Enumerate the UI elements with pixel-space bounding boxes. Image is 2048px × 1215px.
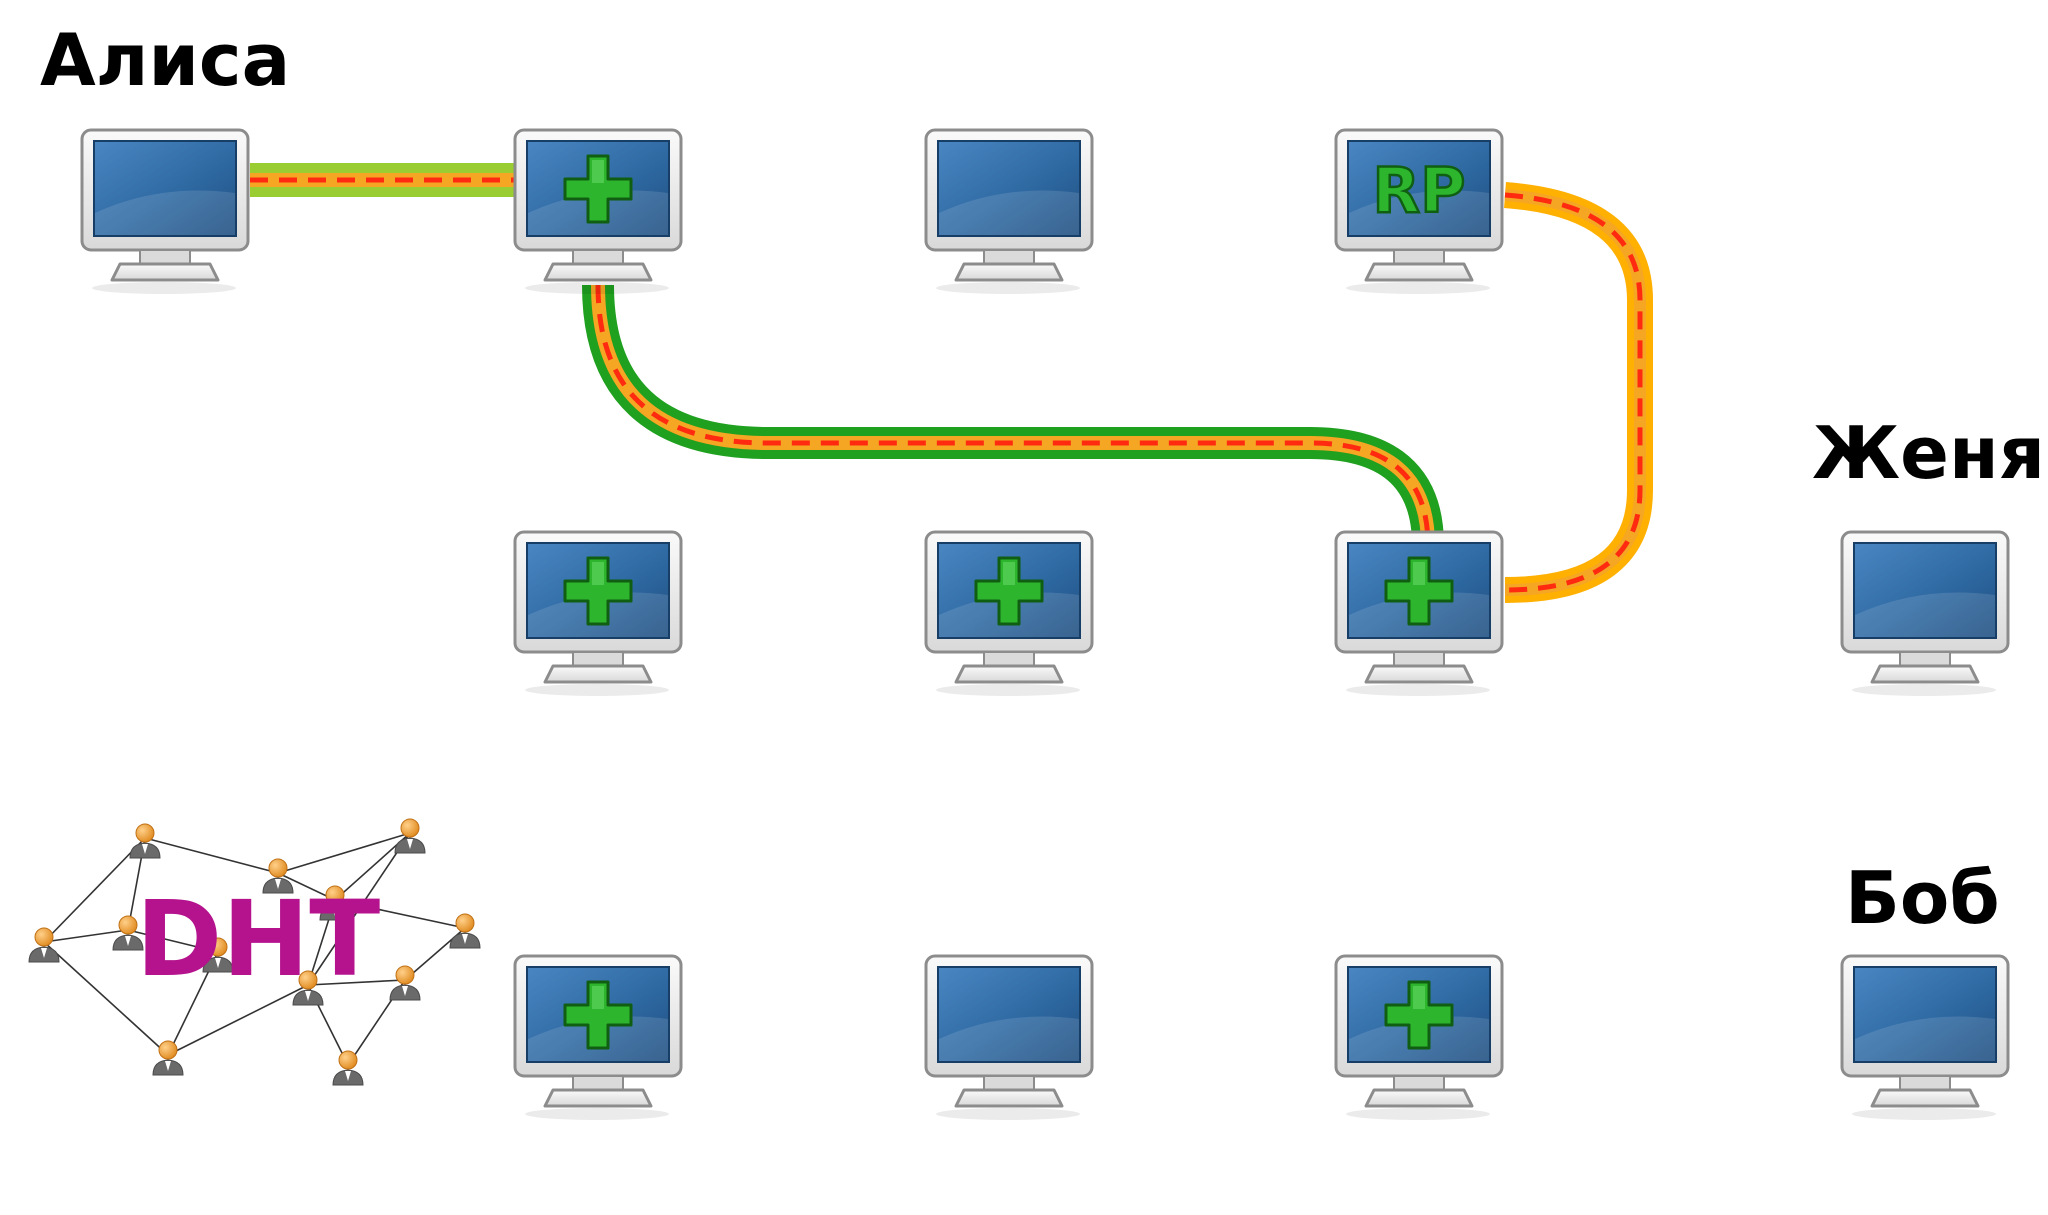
link-rendezvous-relay-4 xyxy=(1503,182,1653,603)
label-bob: Боб xyxy=(1845,856,2000,940)
rp-label: RP xyxy=(1372,154,1465,227)
label-alice: Алиса xyxy=(40,18,290,102)
monitor-icon xyxy=(1840,954,2010,1122)
monitor-icon xyxy=(924,128,1094,296)
dht-cluster: DHT xyxy=(28,818,481,1086)
monitor-icon xyxy=(513,530,683,698)
monitor-icon: RP xyxy=(1334,128,1504,296)
monitor-icon xyxy=(513,954,683,1122)
monitor-icon xyxy=(513,128,683,296)
monitor-icon xyxy=(1840,530,2010,698)
monitor-icon xyxy=(1334,954,1504,1122)
person-icon xyxy=(449,913,481,949)
link-relay-1-relay-4 xyxy=(582,284,1444,546)
person-icon xyxy=(28,927,60,963)
dht-label: DHT xyxy=(136,878,380,1000)
person-icon xyxy=(332,1050,364,1086)
monitor-icon xyxy=(80,128,250,296)
monitor-icon xyxy=(1334,530,1504,698)
monitor-icon xyxy=(924,954,1094,1122)
label-zhenya: Женя xyxy=(1812,411,2045,495)
monitor-icon xyxy=(924,530,1094,698)
